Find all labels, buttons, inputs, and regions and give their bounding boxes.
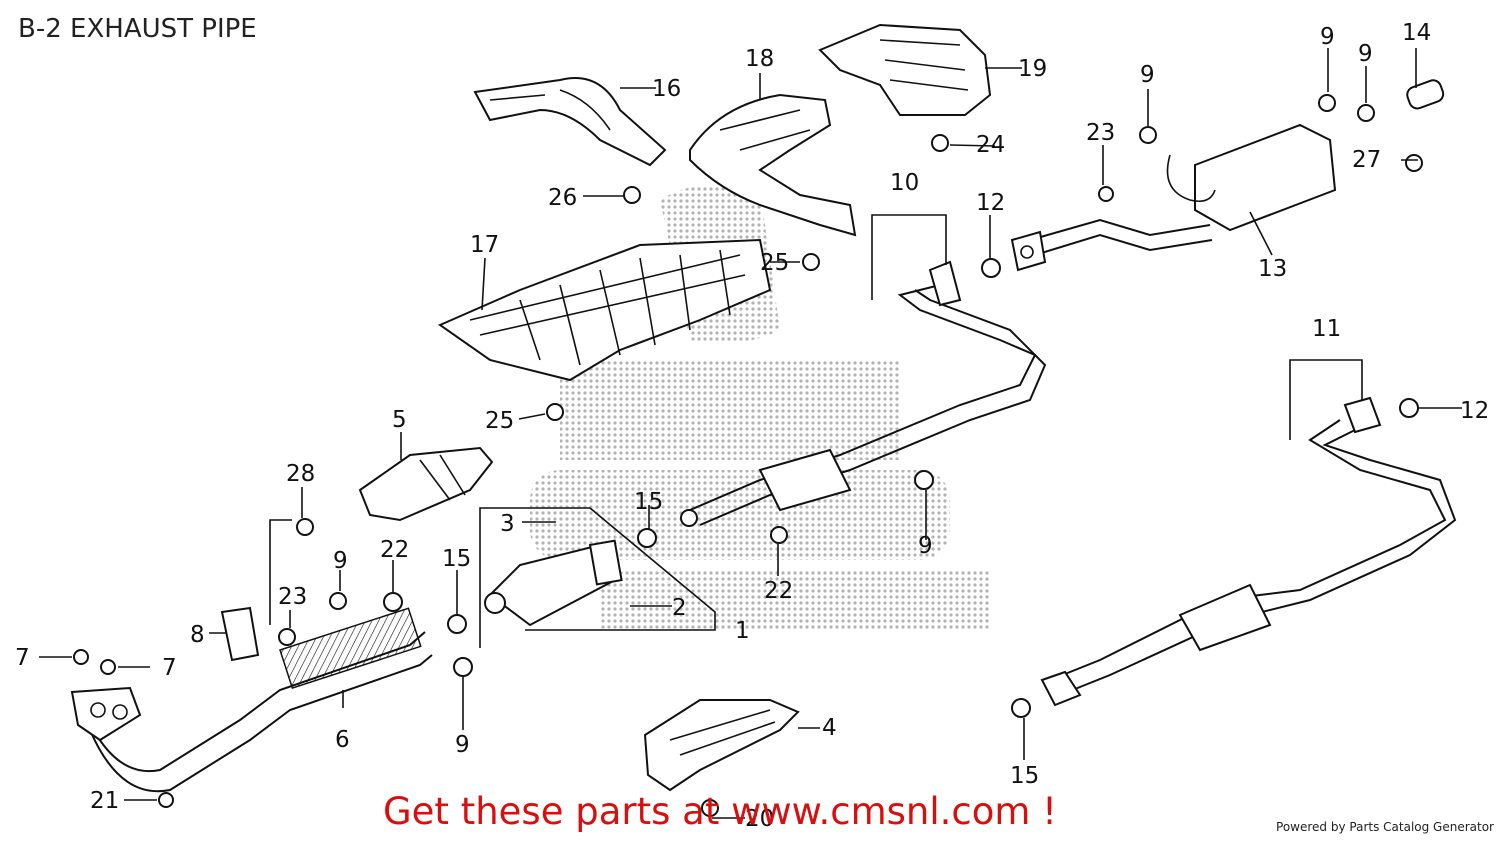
callout-8: 8: [190, 622, 205, 648]
part-6-front-pipe[interactable]: [70, 607, 433, 793]
part-19-heat-shield[interactable]: [818, 23, 992, 116]
callout-28: 28: [286, 461, 315, 487]
callout-3: 3: [500, 511, 515, 537]
callout-26: 26: [548, 185, 577, 211]
callout-24: 24: [976, 132, 1005, 158]
callout-7b: 7: [162, 655, 177, 681]
callout-9e: 9: [333, 548, 348, 574]
part-13-muffler[interactable]: [1010, 123, 1337, 272]
callout-12a: 12: [976, 190, 1005, 216]
callout-25b: 25: [485, 408, 514, 434]
callout-15a: 15: [634, 489, 663, 515]
part-16-heat-shield[interactable]: [473, 77, 667, 167]
callout-10: 10: [890, 170, 919, 196]
callout-23b: 23: [278, 584, 307, 610]
callout-23a: 23: [1086, 120, 1115, 146]
callout-18: 18: [745, 46, 774, 72]
callout-22b: 22: [764, 578, 793, 604]
callout-9a: 9: [1320, 24, 1335, 50]
leader-lines: [39, 48, 1462, 819]
callout-15b: 15: [442, 546, 471, 572]
callout-11: 11: [1312, 316, 1341, 342]
powered-by-label: Powered by Parts Catalog Generator: [1276, 820, 1494, 834]
callout-5: 5: [392, 407, 407, 433]
callout-14: 14: [1402, 20, 1431, 46]
callout-17: 17: [470, 232, 499, 258]
callout-9f: 9: [455, 732, 470, 758]
part-5-cover[interactable]: [358, 446, 494, 522]
callout-20: 20: [745, 806, 774, 832]
part-4-cover[interactable]: [643, 699, 800, 792]
part-11-main-pipe[interactable]: [1040, 396, 1457, 707]
callout-15c: 15: [1010, 763, 1039, 789]
callout-19: 19: [1018, 56, 1047, 82]
page-title: B-2 EXHAUST PIPE: [18, 14, 257, 44]
callout-9b: 9: [1358, 41, 1373, 67]
part-18-heat-shield[interactable]: [689, 93, 857, 237]
callout-21: 21: [90, 788, 119, 814]
promo-link[interactable]: Get these parts at www.cmsnl.com !: [383, 790, 1058, 833]
callout-4: 4: [822, 715, 837, 741]
callout-25a: 25: [760, 250, 789, 276]
callout-27: 27: [1352, 147, 1381, 173]
callout-9c: 9: [1140, 62, 1155, 88]
callout-1: 1: [735, 618, 750, 644]
callout-16: 16: [652, 76, 681, 102]
part-17-heat-shield[interactable]: [437, 238, 772, 382]
callout-22a: 22: [380, 537, 409, 563]
callout-2: 2: [672, 595, 687, 621]
callout-9d: 9: [918, 533, 933, 559]
callout-7a: 7: [15, 645, 30, 671]
callout-13: 13: [1258, 256, 1287, 282]
callout-12b: 12: [1460, 398, 1489, 424]
part-10-middle-pipe[interactable]: [680, 260, 1047, 527]
callout-6: 6: [335, 727, 350, 753]
fasteners: [73, 79, 1445, 817]
part-1-catalytic-converter[interactable]: [484, 539, 623, 627]
callout-labels: 1 2 3 4 5 6 7 7 8 9 9 9 9 9 9 10 11 12 1…: [15, 20, 1489, 832]
